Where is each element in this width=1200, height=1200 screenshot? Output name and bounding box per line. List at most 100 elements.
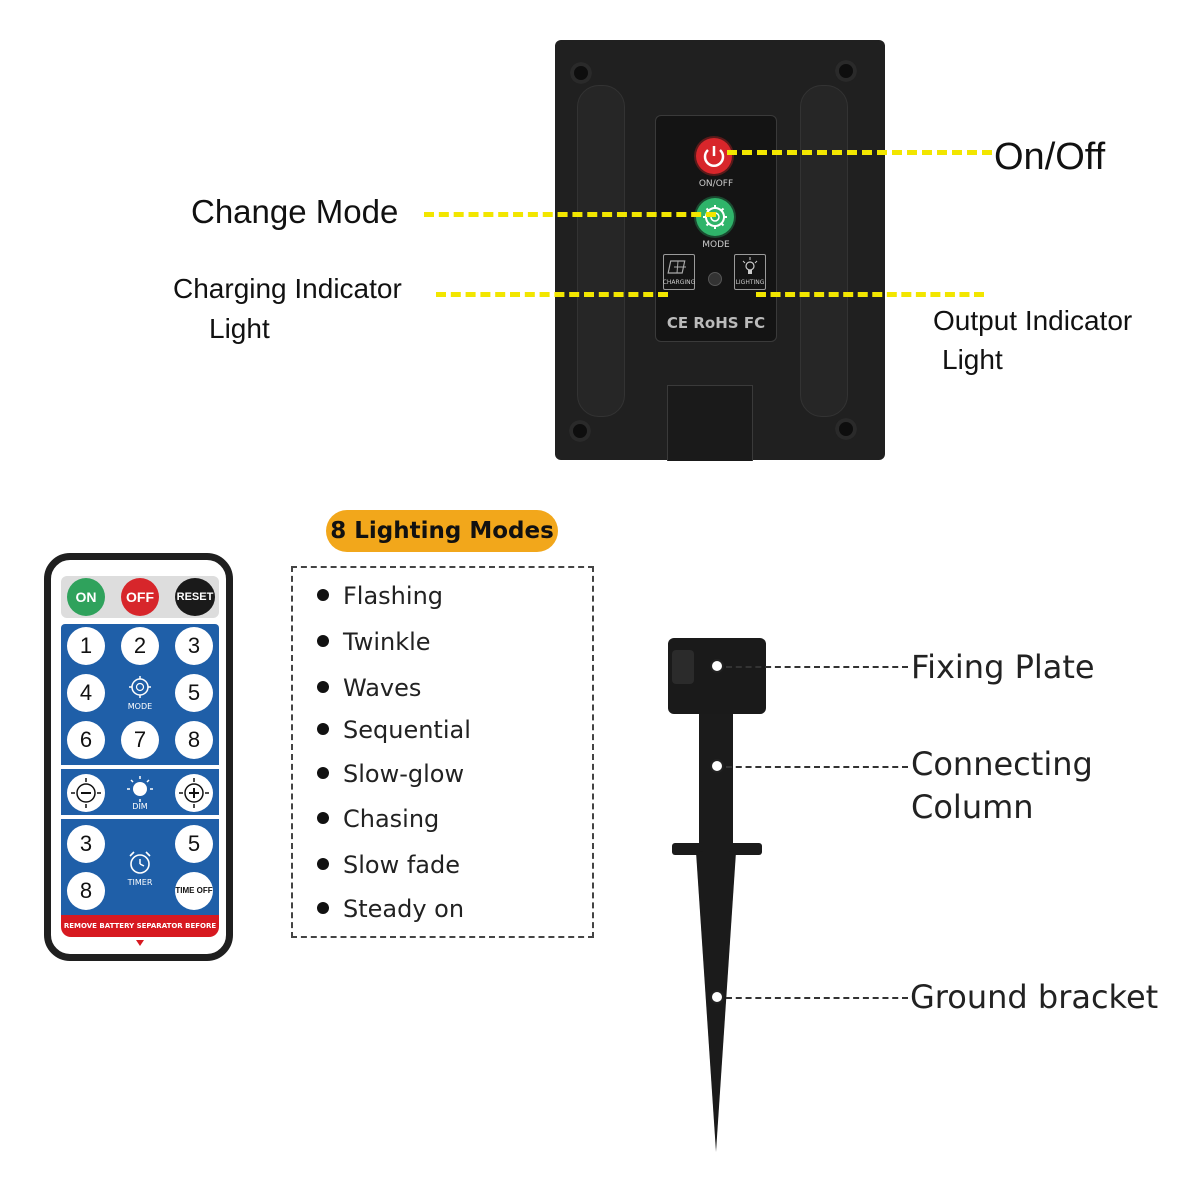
output-callout-line1: Output Indicator <box>933 305 1133 336</box>
bullet-icon <box>317 812 329 824</box>
remote-off-button[interactable]: OFF <box>121 578 159 616</box>
plate-bracket <box>672 650 694 684</box>
remote-footer-strip: REMOVE BATTERY SEPARATOR BEFORE USE <box>61 915 219 952</box>
on-off-callout: On/Off <box>994 136 1106 178</box>
dim-up-button[interactable] <box>175 774 213 812</box>
screw-icon <box>835 60 857 82</box>
bullet-icon <box>317 723 329 735</box>
connecting-callout-line1: Connecting <box>911 745 1093 783</box>
mode-label: Waves <box>343 674 422 702</box>
fixing-plate-leader-line <box>726 666 908 668</box>
fixing-plate-callout: Fixing Plate <box>911 648 1095 686</box>
bullet-icon <box>317 902 329 914</box>
remote-dim-label: DIM <box>132 802 148 811</box>
list-item: Steady on <box>317 895 464 923</box>
on-off-label: ON/OFF <box>698 179 734 189</box>
change-mode-callout: Change Mode <box>191 193 399 230</box>
timer-3-button[interactable]: 3 <box>67 825 105 863</box>
timer-5-button[interactable]: 5 <box>175 825 213 863</box>
lighting-modes-badge: 8 Lighting Modes <box>326 510 558 552</box>
arrow-down-icon <box>136 940 144 946</box>
box-rib <box>577 85 625 417</box>
output-leader-line <box>756 292 984 297</box>
remote-control: ON OFF RESET 1 2 3 4 MODE 5 6 7 8 <box>44 553 233 961</box>
charging-leader-line <box>436 292 668 297</box>
change-mode-leader-line <box>424 212 716 217</box>
dim-down-button[interactable] <box>67 774 105 812</box>
bullet-icon <box>317 681 329 693</box>
fixing-plate-marker <box>710 659 724 673</box>
on-off-leader-line <box>727 150 992 155</box>
bullet-icon <box>317 589 329 601</box>
timer-8-button[interactable]: 8 <box>67 872 105 910</box>
connecting-callout-line2: Column <box>911 788 1034 826</box>
remote-button-2[interactable]: 2 <box>121 627 159 665</box>
bullet-icon <box>317 767 329 779</box>
remote-keypad: 1 2 3 4 MODE 5 6 7 8 DIM <box>61 624 219 920</box>
brightness-down-icon <box>71 778 101 808</box>
list-item: Sequential <box>317 716 471 744</box>
remote-button-1[interactable]: 1 <box>67 627 105 665</box>
list-item: Waves <box>317 674 421 702</box>
output-callout-line2: Light <box>942 344 1003 375</box>
mode-label: Sequential <box>343 716 471 744</box>
list-item: Chasing <box>317 805 439 833</box>
brightness-up-icon <box>179 778 209 808</box>
lighting-modes-list: Flashing Twinkle Waves Sequential Slow-g… <box>291 566 594 938</box>
power-button[interactable] <box>696 138 732 174</box>
remote-mode-label: MODE <box>127 702 153 711</box>
bullet-icon <box>317 635 329 647</box>
mode-label: Slow-glow <box>343 760 465 788</box>
list-item: Slow fade <box>317 851 460 879</box>
box-rib <box>800 85 848 417</box>
remote-top-row: ON OFF RESET <box>61 576 219 618</box>
remote-on-button[interactable]: ON <box>67 578 105 616</box>
time-off-button[interactable]: TIME OFF <box>175 872 213 910</box>
mode-label: Flashing <box>343 582 444 610</box>
solar-panel-icon <box>667 260 686 274</box>
remote-button-3[interactable]: 3 <box>175 627 213 665</box>
list-item: Twinkle <box>317 628 431 656</box>
bullet-icon <box>317 858 329 870</box>
divider <box>61 815 219 819</box>
charging-label: CHARGING <box>662 279 696 286</box>
ground-bracket-leader-line <box>726 997 908 999</box>
fixing-plate <box>668 638 766 714</box>
remote-button-4[interactable]: 4 <box>67 674 105 712</box>
mode-label: Twinkle <box>343 628 431 656</box>
screw-icon <box>835 418 857 440</box>
divider <box>61 765 219 769</box>
gear-icon <box>129 676 151 698</box>
connecting-column-marker <box>710 759 724 773</box>
light-bulb-icon <box>742 257 758 274</box>
remote-button-5[interactable]: 5 <box>175 674 213 712</box>
connecting-column-leader-line <box>726 766 908 768</box>
output-indicator: LIGHTING <box>734 254 766 290</box>
alarm-clock-icon <box>129 851 151 874</box>
ground-bracket-callout: Ground bracket <box>910 978 1159 1016</box>
remote-button-6[interactable]: 6 <box>67 721 105 759</box>
certification-marks: CE RoHS FC <box>666 314 766 332</box>
mode-label: Slow fade <box>343 851 460 879</box>
remote-button-7[interactable]: 7 <box>121 721 159 759</box>
ground-bracket-marker <box>710 990 724 1004</box>
light-sensor <box>708 272 722 286</box>
mode-label: MODE <box>702 240 730 250</box>
remote-button-8[interactable]: 8 <box>175 721 213 759</box>
list-item: Slow-glow <box>317 760 464 788</box>
screw-icon <box>570 62 592 84</box>
brightness-icon <box>127 776 153 802</box>
gear-icon <box>703 205 727 229</box>
list-item: Flashing <box>317 582 443 610</box>
mode-label: Chasing <box>343 805 440 833</box>
mode-button[interactable] <box>696 198 734 236</box>
cable-port <box>667 385 753 461</box>
remote-timer-label: TIMER <box>127 878 153 887</box>
charging-indicator: CHARGING <box>663 254 695 290</box>
solar-control-box: ON/OFF MODE CHARGING <box>555 40 885 461</box>
remote-reset-button[interactable]: RESET <box>175 578 215 616</box>
power-icon <box>703 146 725 167</box>
charging-callout-line1: Charging Indicator <box>173 273 402 304</box>
screw-icon <box>569 420 591 442</box>
mode-label: Steady on <box>343 895 465 923</box>
